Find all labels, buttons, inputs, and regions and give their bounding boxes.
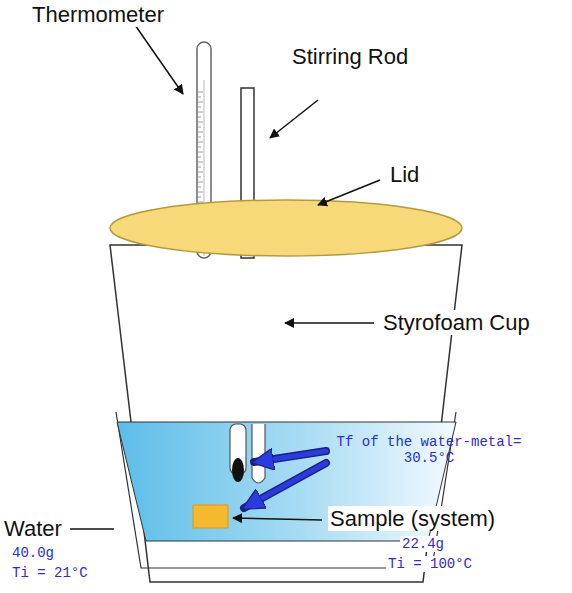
- part-label: Thermometer: [30, 2, 166, 27]
- scale-tick: [198, 147, 201, 148]
- scale-tick: [198, 132, 203, 133]
- callout-arrow: [256, 451, 326, 462]
- scale-tick: [198, 192, 203, 193]
- callout-arrow-outline: [244, 463, 326, 508]
- stirring-rod-end: [252, 424, 265, 483]
- part-label: Styrofoam Cup: [381, 310, 532, 335]
- scale-tick: [198, 112, 203, 113]
- measurement-value: 22.4g: [400, 536, 446, 552]
- part-label: Sample (system): [328, 506, 497, 531]
- part-label: Stirring Rod: [290, 44, 410, 69]
- scale-tick: [198, 122, 203, 123]
- thermometer-bulb: [232, 458, 244, 482]
- part-label: Water: [2, 516, 64, 541]
- scale-tick: [198, 127, 201, 128]
- measurement-value: Ti = 21°C: [10, 565, 90, 581]
- leader-arrow: [135, 25, 183, 94]
- measurement-value: Ti = 100°C: [386, 556, 474, 572]
- scale-tick: [198, 182, 203, 183]
- callout-arrow: [246, 463, 326, 507]
- styrofoam-cup: [110, 245, 462, 582]
- scale-tick: [198, 167, 201, 168]
- callout-arrow-outline: [254, 451, 326, 462]
- scale-tick: [198, 202, 203, 203]
- measurement-note: Tf of the water-metal= 30.5°C: [330, 434, 528, 466]
- part-label: Lid: [388, 162, 421, 187]
- scale-tick: [198, 97, 201, 98]
- scale-tick: [198, 117, 201, 118]
- leader-arrow: [318, 180, 380, 205]
- scale-tick: [198, 142, 203, 143]
- scale-tick: [198, 157, 201, 158]
- scale-tick: [198, 102, 203, 103]
- scale-tick: [198, 152, 203, 153]
- scale-tick: [198, 162, 203, 163]
- scale-tick: [198, 92, 203, 93]
- scale-tick: [198, 177, 201, 178]
- leader-arrow: [233, 518, 322, 520]
- scale-tick: [198, 187, 201, 188]
- scale-tick: [198, 172, 203, 173]
- scale-tick: [198, 137, 201, 138]
- leader-arrow: [285, 322, 374, 324]
- leader-arrow: [270, 100, 318, 138]
- measurement-value: 40.0g: [10, 545, 56, 561]
- scale-tick: [198, 197, 201, 198]
- lid: [110, 200, 462, 256]
- scale-tick: [198, 107, 201, 108]
- metal-sample: [193, 505, 228, 528]
- leader-line: [70, 528, 114, 530]
